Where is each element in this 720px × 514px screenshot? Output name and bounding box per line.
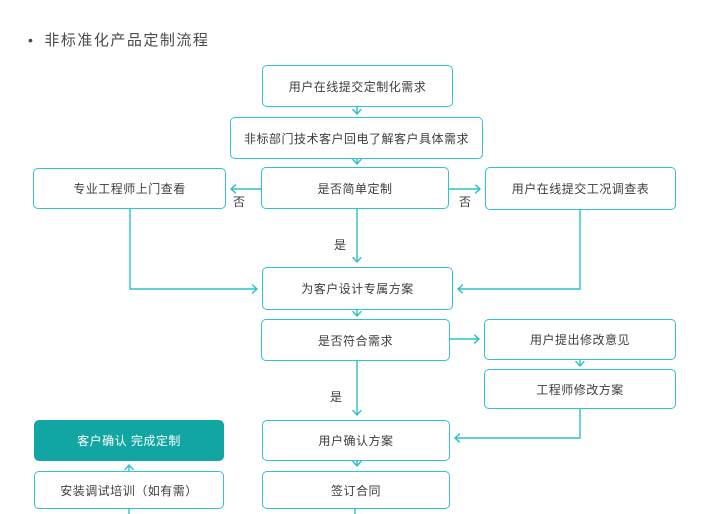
edge-label-no-right: 否 xyxy=(459,195,472,209)
edge-revise-to-confirm xyxy=(455,409,581,438)
node-design-plan: 为客户设计专属方案 xyxy=(262,267,453,310)
page-title: 非标准化产品定制流程 xyxy=(44,32,210,49)
node-submit-demand: 用户在线提交定制化需求 xyxy=(262,65,453,107)
node-callback: 非标部门技术客户回电了解客户具体需求 xyxy=(230,117,483,159)
node-feedback: 用户提出修改意见 xyxy=(484,319,676,360)
node-simple-custom: 是否简单定制 xyxy=(261,167,449,209)
node-confirm-done: 客户确认 完成定制 xyxy=(34,420,224,461)
edge-label-yes-bottom: 是 xyxy=(330,390,343,404)
node-confirm-plan: 用户确认方案 xyxy=(262,420,450,461)
edge-label-yes-top: 是 xyxy=(334,238,347,252)
edge-survey-to-design xyxy=(458,210,581,289)
node-revise-plan: 工程师修改方案 xyxy=(484,369,676,409)
edge-visit-to-design xyxy=(129,209,257,289)
edge-label-no-left: 否 xyxy=(233,195,246,209)
page-title-row: • 非标准化产品定制流程 xyxy=(28,29,209,50)
node-meet-demand: 是否符合需求 xyxy=(261,319,450,361)
node-sign-contract: 签订合同 xyxy=(262,471,450,509)
bullet-icon: • xyxy=(28,31,35,48)
node-survey-form: 用户在线提交工况调查表 xyxy=(485,167,676,210)
node-engineer-visit: 专业工程师上门查看 xyxy=(33,168,226,209)
node-install-training: 安装调试培训（如有需） xyxy=(34,471,224,509)
